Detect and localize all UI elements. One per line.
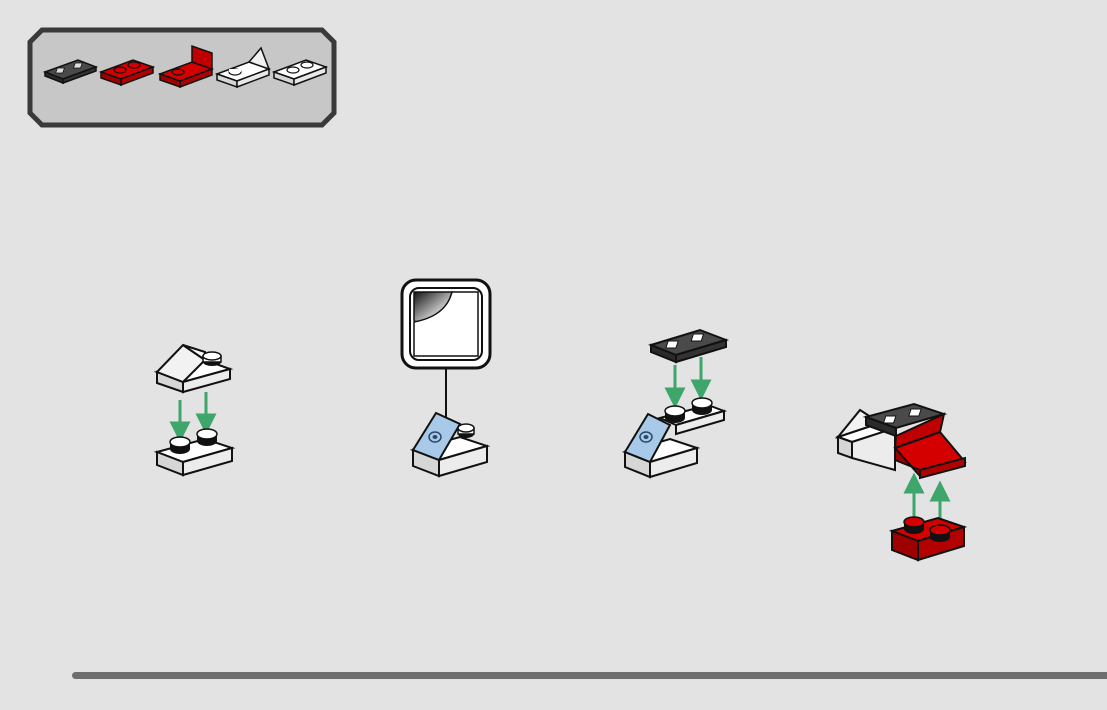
apply-sticker-icon <box>402 280 490 476</box>
bottom-rule <box>72 672 1107 679</box>
stack-slope-on-plate-icon <box>157 345 232 475</box>
attach-red-plate-icon <box>838 404 965 560</box>
add-printed-tile-icon <box>625 330 726 477</box>
